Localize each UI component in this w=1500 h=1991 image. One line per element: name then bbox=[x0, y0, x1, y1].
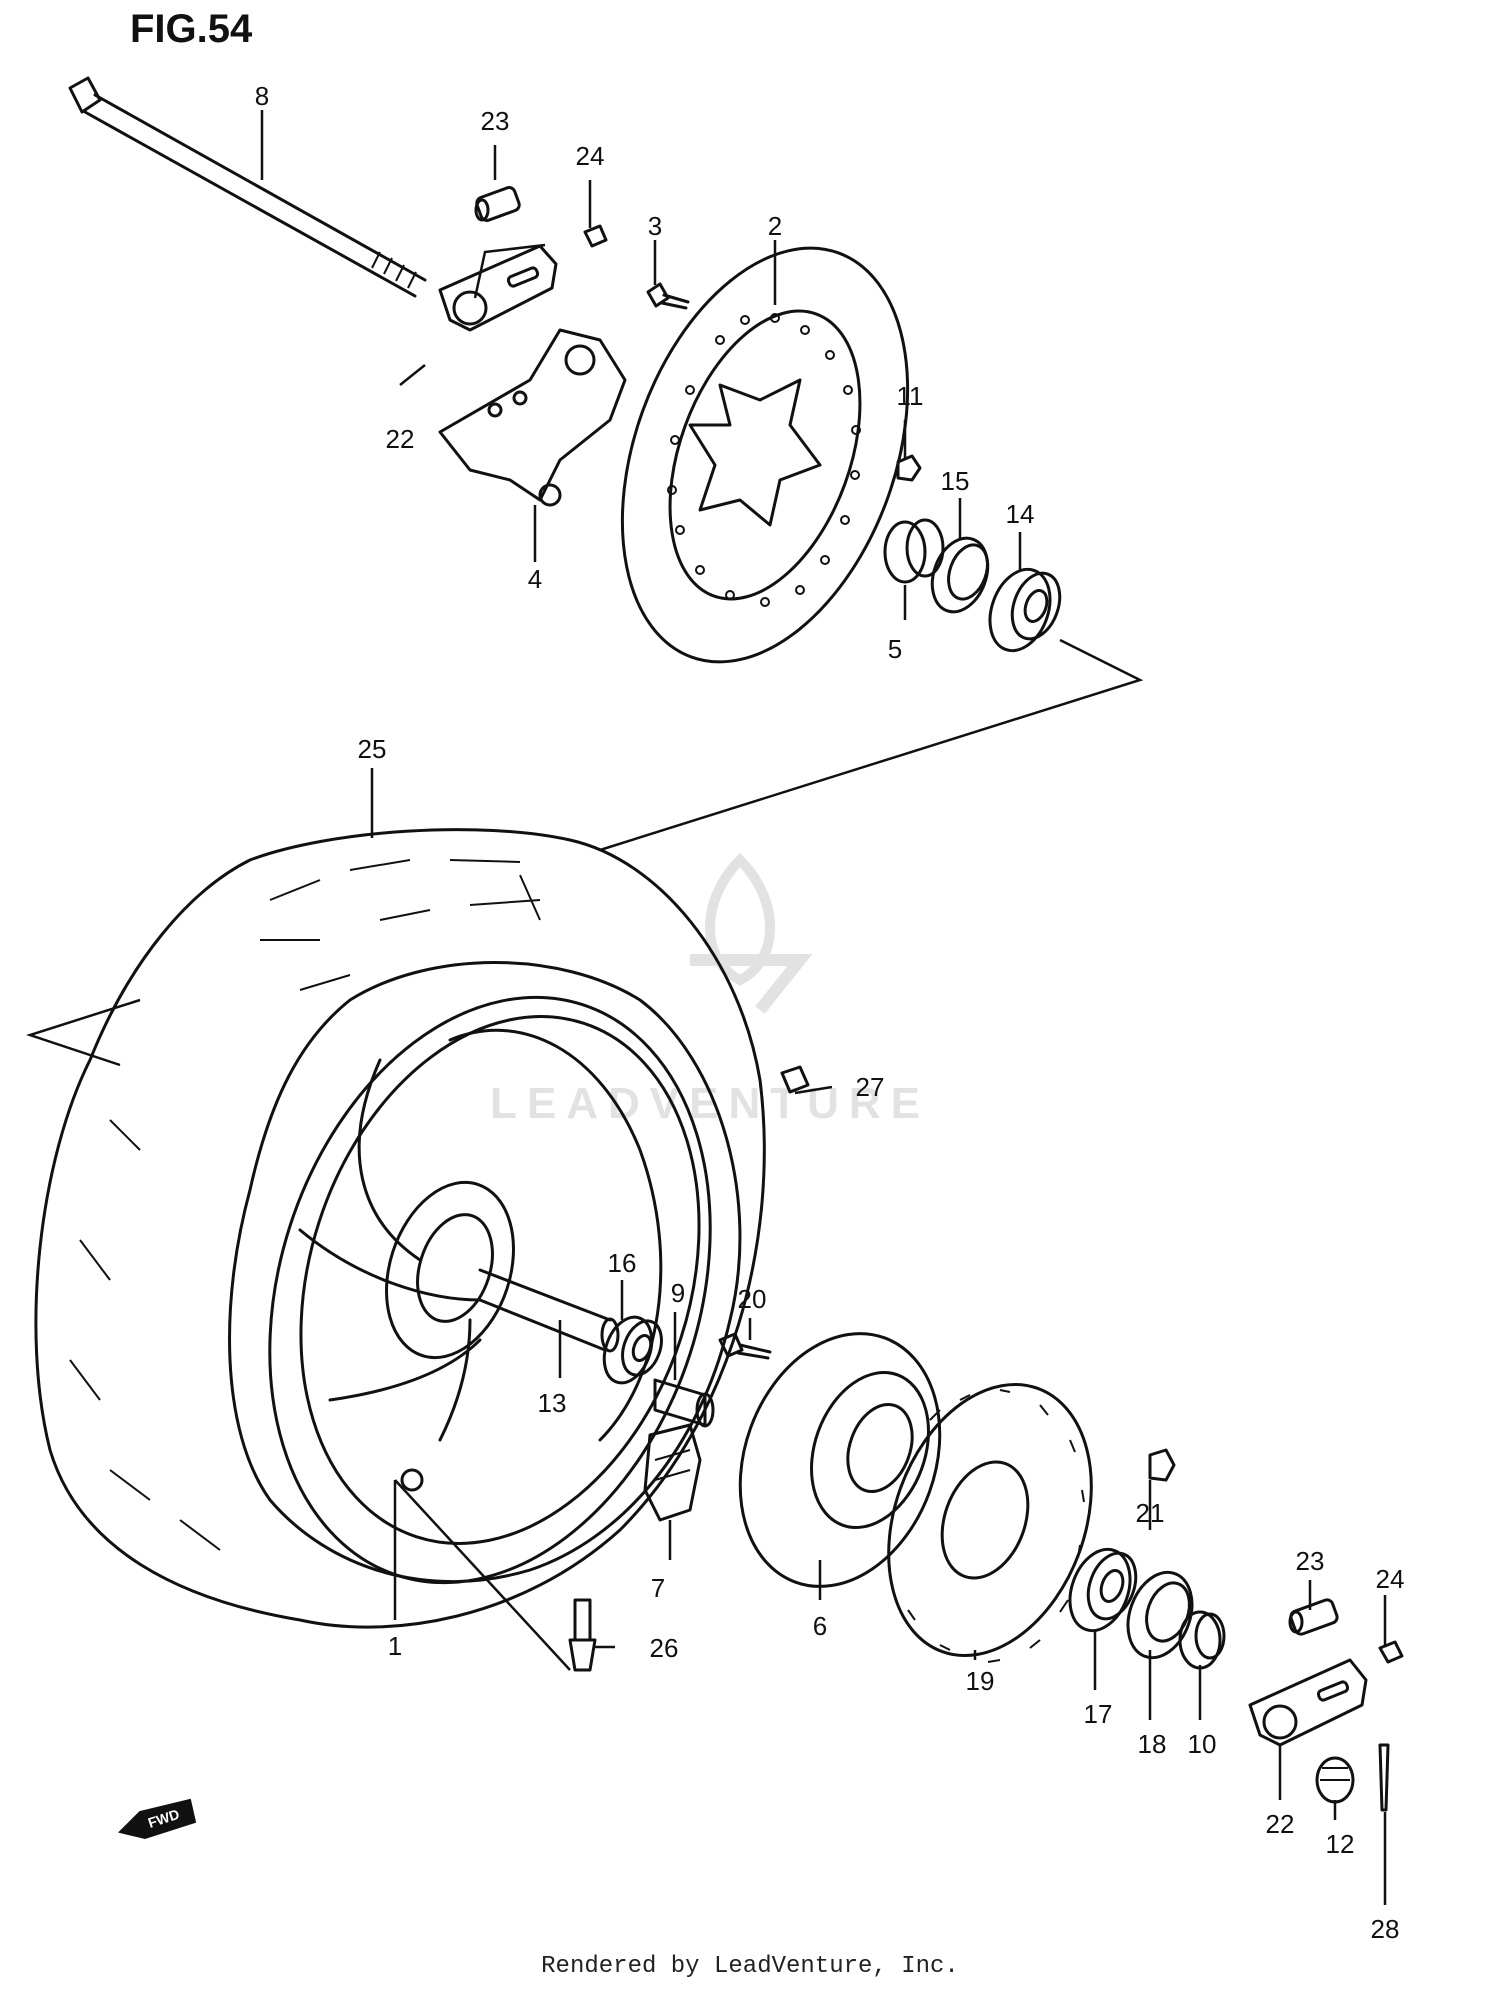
callout-17: 17 bbox=[1084, 1699, 1113, 1729]
callout-2: 2 bbox=[768, 211, 782, 241]
callout-21: 21 bbox=[1136, 1498, 1165, 1528]
callout-11: 11 bbox=[897, 381, 924, 411]
callout-9: 9 bbox=[671, 1278, 685, 1308]
disc-bolt bbox=[646, 282, 690, 310]
chain-adjuster-top bbox=[438, 244, 558, 332]
axle bbox=[68, 76, 427, 298]
callout-7: 7 bbox=[651, 1573, 665, 1603]
callout-13: 13 bbox=[538, 1388, 567, 1418]
callout-24-bottom: 24 bbox=[1376, 1564, 1405, 1594]
callout-8: 8 bbox=[255, 81, 269, 111]
callout-24: 24 bbox=[576, 141, 605, 171]
tire-valve bbox=[568, 1598, 597, 1672]
callout-6: 6 bbox=[813, 1611, 827, 1641]
callout-labels: 8 23 24 3 2 22 4 11 15 14 5 25 27 16 9 2… bbox=[255, 81, 1405, 1944]
drum-key bbox=[780, 1065, 810, 1094]
watermark: LEADVENTURE bbox=[490, 852, 930, 1128]
adjuster-bottom bbox=[1288, 1598, 1339, 1636]
callout-3: 3 bbox=[648, 211, 662, 241]
castle-nut bbox=[1315, 1756, 1355, 1804]
brake-disc bbox=[620, 246, 910, 664]
sprocket-nut bbox=[1148, 1448, 1176, 1482]
cushion bbox=[643, 1423, 702, 1522]
sprocket-bolt bbox=[718, 1332, 772, 1360]
nut-bottom bbox=[1378, 1640, 1404, 1664]
callout-5: 5 bbox=[888, 634, 902, 664]
sprocket-spacer bbox=[1178, 1610, 1226, 1670]
footer-credit: Rendered by LeadVenture, Inc. bbox=[541, 1953, 959, 1980]
nut-top bbox=[583, 224, 608, 248]
callout-4: 4 bbox=[528, 564, 542, 594]
callout-16: 16 bbox=[608, 1248, 637, 1278]
chain-adjuster-bottom bbox=[1248, 1658, 1368, 1747]
callout-20: 20 bbox=[738, 1284, 767, 1314]
sprocket bbox=[887, 1382, 1093, 1663]
callout-23: 23 bbox=[481, 106, 510, 136]
assembly-line-left bbox=[25, 998, 141, 1067]
leader-lines bbox=[260, 110, 1387, 1905]
assembly-line bbox=[599, 638, 1144, 852]
callout-19: 19 bbox=[966, 1666, 995, 1696]
callout-1: 1 bbox=[388, 1631, 402, 1661]
callout-10: 10 bbox=[1188, 1729, 1217, 1759]
cotter-pin bbox=[1378, 1743, 1390, 1812]
figure-title: FIG.54 bbox=[130, 7, 253, 51]
callout-28: 28 bbox=[1371, 1914, 1400, 1944]
adjuster-top bbox=[474, 186, 521, 222]
callout-23-bottom: 23 bbox=[1296, 1546, 1325, 1576]
callout-15: 15 bbox=[941, 466, 970, 496]
bearing-left bbox=[602, 1315, 663, 1385]
hub-spacer bbox=[478, 1268, 620, 1353]
oil-seal bbox=[930, 536, 990, 614]
caliper-bracket bbox=[438, 328, 627, 507]
callout-18: 18 bbox=[1138, 1729, 1167, 1759]
callout-12: 12 bbox=[1326, 1829, 1355, 1859]
callout-22: 22 bbox=[386, 424, 415, 454]
callout-22-bottom: 22 bbox=[1266, 1809, 1295, 1839]
spacer-9 bbox=[653, 1378, 715, 1428]
forward-arrow-icon: FWD bbox=[118, 1798, 197, 1840]
sprocket-drum bbox=[738, 1332, 942, 1588]
callout-26: 26 bbox=[650, 1633, 679, 1663]
callout-25: 25 bbox=[358, 734, 387, 764]
watermark-text: LEADVENTURE bbox=[490, 1079, 930, 1128]
sprocket-bearing bbox=[1068, 1547, 1138, 1633]
disc-nut bbox=[896, 454, 922, 482]
callout-14: 14 bbox=[1006, 499, 1035, 529]
callout-27: 27 bbox=[856, 1072, 885, 1102]
tire bbox=[34, 828, 766, 1629]
wheel-rim bbox=[268, 995, 712, 1585]
spacer bbox=[883, 518, 945, 584]
bearing-right bbox=[988, 567, 1062, 653]
